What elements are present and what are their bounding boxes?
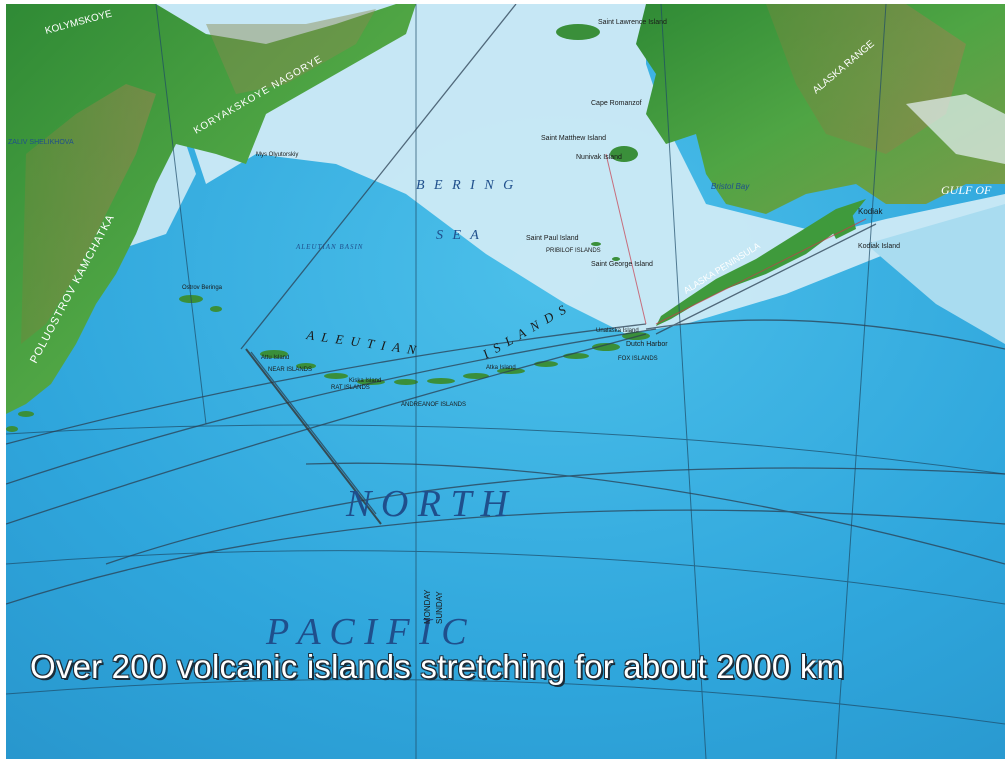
koryak-relief xyxy=(206,9,376,94)
kuril-islands xyxy=(6,411,34,432)
label-aleutian-basin: ALEUTIAN BASIN xyxy=(295,243,363,251)
alaska-peninsula xyxy=(656,199,866,326)
label-near-islands: NEAR ISLANDS xyxy=(268,367,312,373)
map-svg: B E R I N G S E A N O R T H P A C I F I … xyxy=(6,4,1005,759)
label-bering: B E R I N G xyxy=(416,178,516,193)
label-attu: Attu Island xyxy=(261,355,289,361)
small-islands xyxy=(179,24,638,312)
caption-text: Over 200 volcanic islands stretching for… xyxy=(30,648,845,685)
label-dutch-harbor: Dutch Harbor xyxy=(626,341,668,348)
shipping-routes xyxy=(6,4,1005,605)
gulf-shelf xyxy=(866,204,1005,344)
label-kodiak-island: Kodiak Island xyxy=(858,243,900,250)
label-kodiak: Kodiak xyxy=(858,207,883,216)
map-image: B E R I N G S E A N O R T H P A C I F I … xyxy=(6,4,1005,759)
label-cape-romanzof: Cape Romanzof xyxy=(591,100,642,107)
label-saint-lawrence: Saint Lawrence Island xyxy=(598,19,667,26)
label-pacific: P A C I F I C xyxy=(265,611,467,653)
kodiak-island xyxy=(826,209,856,239)
label-andreanof: ANDREANOF ISLANDS xyxy=(401,402,466,408)
boundary-lines xyxy=(605,153,867,325)
label-pribilof: PRIBILOF ISLANDS xyxy=(546,248,601,254)
label-saint-george: Saint George Island xyxy=(591,261,653,268)
alaska-snow xyxy=(906,94,1005,164)
label-saint-paul: Saint Paul Island xyxy=(526,235,579,242)
label-nunivak: Nunivak Island xyxy=(576,154,622,161)
label-atka: Atka Island xyxy=(486,365,516,371)
kamchatka-relief xyxy=(21,84,156,344)
label-sunday: SUNDAY xyxy=(435,591,444,624)
label-mys-olyutorskiy: Mys Olyutorskiy xyxy=(256,152,298,158)
date-line-segment xyxy=(245,348,382,525)
label-north: N O R T H xyxy=(345,483,510,525)
label-zaliv-shelikhova: ZALIV SHELIKHOVA xyxy=(8,139,74,146)
label-fox-islands: FOX ISLANDS xyxy=(618,356,658,362)
label-kiska: Kiska Island xyxy=(349,378,381,384)
label-sea: S E A xyxy=(436,228,482,243)
label-monday: MONDAY xyxy=(423,589,432,624)
label-saint-matthew: Saint Matthew Island xyxy=(541,135,606,142)
label-bristol-bay: Bristol Bay xyxy=(711,182,750,191)
alaska-range-relief xyxy=(766,4,966,154)
label-unalaska: Unalaska Island xyxy=(596,328,639,334)
label-gulf-of: GULF OF xyxy=(941,183,992,197)
label-ostrov-beringa: Ostrov Beringa xyxy=(182,285,223,291)
label-rat-islands: RAT ISLANDS xyxy=(331,385,370,391)
